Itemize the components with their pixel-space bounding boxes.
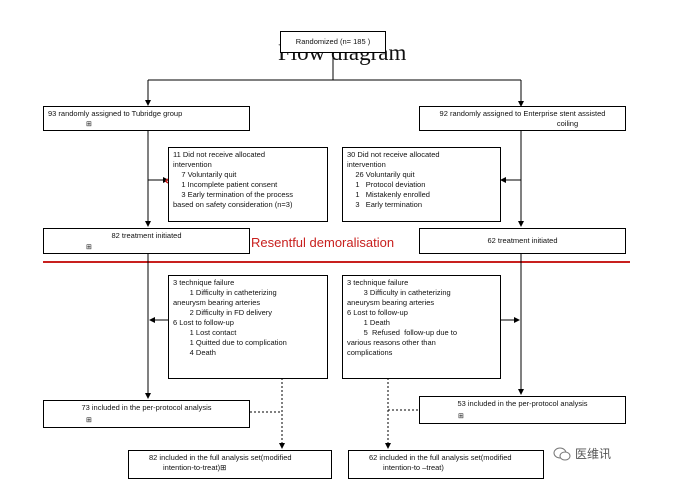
left-excluded-line: 1 Incomplete patient consent	[173, 180, 278, 189]
right-fas-box: 62 included in the full analysis set(mod…	[348, 450, 544, 479]
tubridge-text: 93 randomly assigned to Tubridge group	[48, 109, 183, 118]
left-fas-text-1: 82 included in the full analysis set(mod…	[149, 453, 292, 462]
right-excluded-line: 26 Voluntarily quit	[347, 170, 415, 179]
right-failure-line: 1 Death	[347, 318, 390, 327]
left-failure-line: 1 Difficulty in catheterizing	[173, 288, 277, 297]
right-treatment-text: 62 treatment initiated	[487, 236, 558, 245]
resentful-demoralisation-label: Resentful demoralisation	[251, 235, 395, 250]
left-excluded-line: based on safety consideration (n=3)	[173, 200, 293, 209]
left-failure-line: 4 Death	[173, 348, 216, 357]
right-treatment-box: 62 treatment initiated	[419, 228, 626, 254]
right-fas-text-1: 62 included in the full analysis set(mod…	[369, 453, 512, 462]
enterprise-text-1: 92 randomly assigned to Enterprise stent…	[439, 109, 606, 118]
right-excluded-line: 30 Did not receive allocated	[347, 150, 440, 159]
marker-icon: ⊞	[86, 244, 92, 251]
left-fas-box: 82 included in the full analysis set(mod…	[128, 450, 332, 479]
left-pp-box: 73 included in the per-protocol analysis…	[43, 400, 250, 428]
right-failure-line: 3 technique failure	[347, 278, 409, 287]
left-excluded-box: 11 Did not receive allocated interventio…	[168, 147, 328, 222]
right-excluded-line: 1 Protocol deviation	[347, 180, 426, 189]
left-treatment-text: 82 treatment initiated	[111, 231, 182, 240]
right-excluded-line: 1 Mistakenly enrolled	[347, 190, 430, 199]
marker-icon: ⊞	[220, 463, 227, 472]
left-treatment-box: 82 treatment initiated ⊞	[43, 228, 250, 254]
left-excluded-line: intervention	[173, 160, 212, 169]
right-pp-text: 53 included in the per-protocol analysis	[457, 399, 588, 408]
left-failure-line: 1 Lost contact	[173, 328, 237, 337]
right-failure-line: 5 Refused follow-up due to	[347, 328, 458, 337]
right-fas-text-2: intention-to –treat)	[383, 463, 444, 472]
right-failure-line: aneurysm bearing arteries	[347, 298, 435, 307]
watermark-text: 医维讯	[575, 447, 612, 461]
left-failure-line: 2 Difficulty in FD delivery	[173, 308, 273, 317]
left-failure-line: aneurysm bearing arteries	[173, 298, 261, 307]
left-excluded-line: 3 Early termination of the process	[173, 190, 294, 199]
tubridge-box: 93 randomly assigned to Tubridge group ⊞	[43, 106, 250, 131]
marker-icon: ⊞	[458, 413, 464, 420]
randomized-text: Randomized (n= 185 )	[295, 37, 371, 46]
enterprise-box: 92 randomly assigned to Enterprise stent…	[419, 106, 626, 131]
enterprise-text-2: coiling	[556, 119, 579, 128]
left-fas-text-2: intention-to-treat)	[163, 463, 221, 472]
right-failure-line: 6 Lost to follow-up	[347, 308, 408, 317]
left-failure-line: 1 Quitted due to complication	[173, 338, 287, 347]
left-failure-line: 3 technique failure	[173, 278, 235, 287]
right-failure-line: complications	[347, 348, 393, 357]
left-excluded-line: 7 Voluntarily quit	[173, 170, 237, 179]
left-excluded-line: 11 Did not receive allocated	[173, 150, 265, 159]
watermark: 医维讯	[553, 445, 611, 462]
left-pp-text: 73 included in the per-protocol analysis	[81, 403, 212, 412]
right-excluded-line: 3 Early termination	[347, 200, 423, 209]
left-failure-line: 6 Lost to follow-up	[173, 318, 234, 327]
marker-icon: ⊞	[86, 417, 92, 424]
right-failures-box: 3 technique failure 3 Difficulty in cath…	[342, 275, 501, 379]
marker-icon: ⊞	[86, 121, 92, 128]
right-excluded-line: intervention	[347, 160, 386, 169]
right-excluded-box: 30 Did not receive allocated interventio…	[342, 147, 501, 222]
wechat-icon	[553, 447, 571, 460]
randomized-box: Randomized (n= 185 )	[280, 31, 386, 53]
left-failures-box: 3 technique failure 1 Difficulty in cath…	[168, 275, 328, 379]
right-failure-line: various reasons other than	[347, 338, 436, 347]
right-pp-box: 53 included in the per-protocol analysis…	[419, 396, 626, 424]
right-failure-line: 3 Difficulty in catheterizing	[347, 288, 451, 297]
